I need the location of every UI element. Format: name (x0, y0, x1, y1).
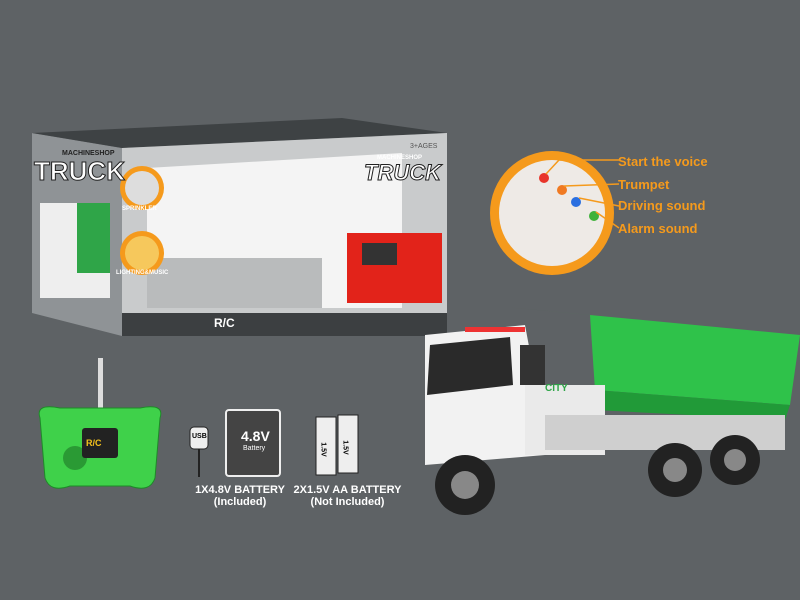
box-feature-lighting: LIGHTING&MUSIC (116, 270, 169, 276)
box-brand-small: MACHINESHOP (62, 150, 115, 157)
callout-start-voice: Start the voice (618, 154, 708, 169)
box-brand-title: TRUCK (34, 156, 126, 187)
blue-button-icon (571, 197, 581, 207)
product-box: MACHINESHOP TRUCK MACHINESHOP TRUCK 3+AG… (22, 108, 447, 336)
aa-caption-line2: (Not Included) (310, 496, 385, 508)
aa-caption: 2X1.5V AA BATTERY (Not Included) (285, 484, 410, 508)
orange-button-icon (557, 185, 567, 195)
usb-label: USB (192, 433, 207, 440)
box-age: 3+AGES (410, 143, 438, 150)
pack-caption-line1: 1X4.8V BATTERY (195, 484, 285, 496)
dump-truck (425, 305, 800, 515)
callout-trumpet: Trumpet (618, 177, 670, 192)
remote-badge: R/C (86, 438, 102, 448)
aa-caption-line1: 2X1.5V AA BATTERY (293, 484, 402, 496)
box-feature-sprinkler: SPRINKLER (122, 206, 157, 212)
callout-alarm-sound: Alarm sound (618, 221, 698, 236)
red-button-icon (539, 173, 549, 183)
green-button-icon (589, 211, 599, 221)
box-front-brand-small: MACHINESHOP (377, 155, 423, 161)
remote-control (38, 358, 162, 489)
truck-door-text: CITY (545, 383, 568, 394)
callout-driving-sound: Driving sound (618, 198, 706, 213)
pack-word: Battery (243, 445, 266, 452)
pack-caption-line2: (Included) (213, 496, 267, 508)
aa-cell-2-label: 1.5V (341, 440, 349, 455)
battery-illustration (189, 409, 359, 477)
pack-caption: 1X4.8V BATTERY (Included) (180, 484, 300, 508)
aa-cell-1-label: 1.5V (319, 442, 327, 457)
box-illustration (32, 118, 447, 336)
pack-voltage: 4.8V (241, 428, 270, 444)
box-front-brand-title: TRUCK (364, 160, 442, 186)
button-closeup (490, 151, 620, 275)
box-rc-label: R/C (214, 316, 235, 330)
